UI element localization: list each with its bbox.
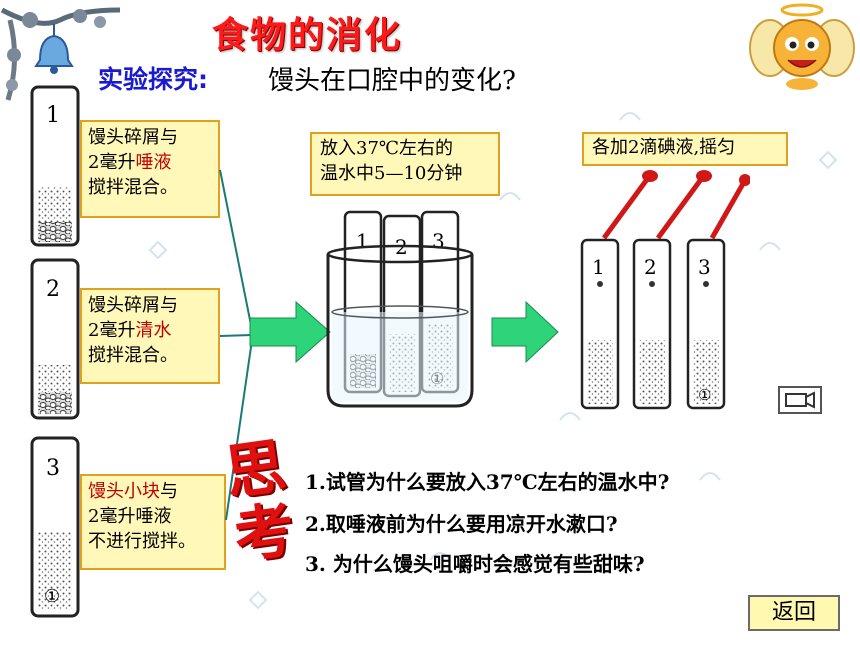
angel-mascot-icon [749,3,855,90]
tube-number: 3 [46,456,60,481]
test-tube-3: 3 ① [30,436,80,618]
description-box-2: 馒头碎屑与 2毫升清水 搅拌混合。 [80,288,220,384]
arrow-right-icon [249,300,331,364]
experiment-label: 实验探究: [98,65,208,94]
back-button[interactable]: 返回 [748,595,840,631]
question-2: 2.取唾液前为什么要用凉开水漱口? [305,512,618,536]
corner-vine-decoration [0,7,121,101]
tube-number: 1 [46,103,60,128]
dropper-icon [709,174,750,240]
svg-text:1: 1 [356,229,369,253]
dropper-icon [601,170,658,240]
water-bath-label: 放入37℃左右的 温水中5—10分钟 [310,132,500,196]
tube-number: 2 [46,277,60,302]
iodine-test-tubes: 1 2 3 ① [580,170,750,410]
left-test-tubes: 1 2 3 ① [30,85,80,618]
tube-bottom-mark: ① [44,586,60,607]
video-camera-icon [785,391,815,409]
iodine-tube-1: 1 [580,238,620,410]
iodine-tube-3: 3 ① [686,238,726,410]
bell-icon [34,24,74,74]
test-tube-2: 2 [30,258,80,420]
dropper-icon [655,170,712,240]
question-3: 3. 为什么馒头咀嚼时会感觉有些甜味? [305,552,645,576]
video-camera-button[interactable] [778,386,822,414]
page-title: 食物的消化 [212,15,403,56]
description-box-1: 馒头碎屑与 2毫升唾液 搅拌混合。 [80,120,220,218]
arrow-right-icon [491,300,559,364]
experiment-question: 馒头在口腔中的变化? [268,66,516,96]
svg-text:1: 1 [592,255,605,279]
svg-text:①: ① [698,386,711,404]
svg-text:2: 2 [644,255,657,279]
iodine-label: 各加2滴碘液,摇匀 [582,132,788,166]
test-tube-1: 1 [30,85,80,247]
water-bath-beaker: 1 2 3 ① [326,210,474,408]
question-1: 1.试管为什么要放入37℃左右的温水中? [305,470,670,494]
svg-text:3: 3 [432,229,445,253]
description-box-3: 馒头小块与 2毫升唾液 不进行搅拌。 [80,474,226,570]
svg-text:3: 3 [698,255,711,279]
iodine-tube-2: 2 [632,238,672,410]
